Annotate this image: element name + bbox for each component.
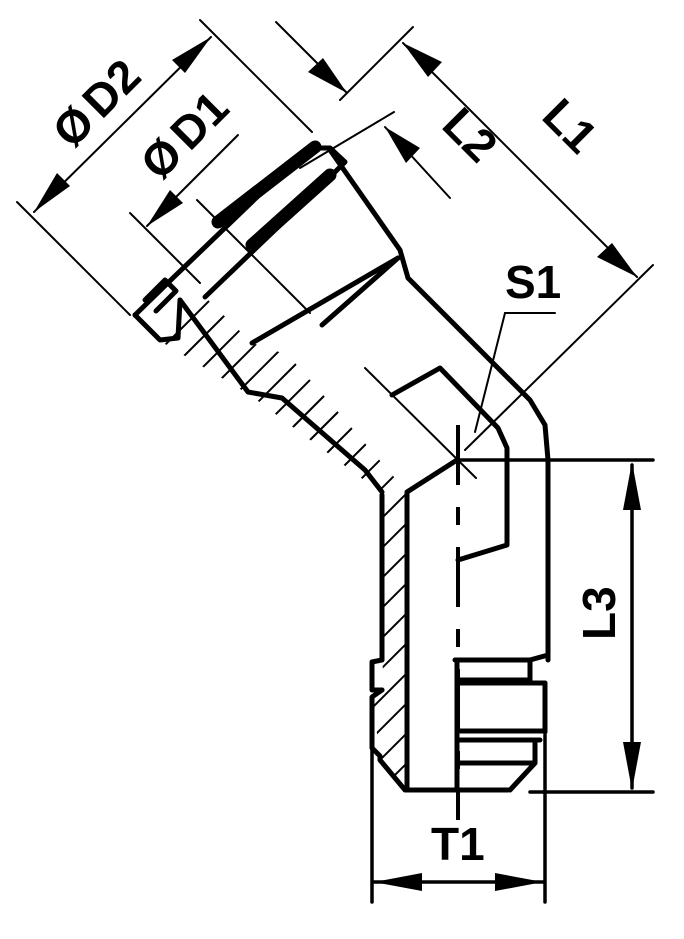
d1-arrow xyxy=(147,190,183,226)
t1-label-text: T1 xyxy=(431,818,485,870)
l3-label-text: L3 xyxy=(573,586,625,640)
l2-extension-bottom xyxy=(299,111,395,169)
s1-label-text: S1 xyxy=(505,256,561,308)
t1-arrow-left xyxy=(374,873,422,891)
d2-extension-top xyxy=(199,19,313,133)
flange-lip xyxy=(132,297,183,343)
elbow-bore-edge xyxy=(389,365,510,563)
outer-wall-lower-straight xyxy=(369,492,385,693)
d1-extension-top xyxy=(196,199,311,314)
label-l2: L2 xyxy=(433,97,508,172)
l2-arrow-bottom xyxy=(385,127,420,163)
dimension-l1 xyxy=(402,42,654,451)
s1-leader xyxy=(474,312,556,433)
l1-extension-bottom xyxy=(464,264,654,451)
l1-label-text: L1 xyxy=(533,88,608,163)
dimension-d1 xyxy=(129,134,311,314)
outer-wall-lower-angled xyxy=(177,297,385,495)
o-ring-grooves xyxy=(211,140,337,252)
dimension-l2 xyxy=(275,21,451,199)
bore-wall-inner-left-2 xyxy=(249,255,401,346)
l2-label-text: L2 xyxy=(433,97,508,172)
elbow-inner-wall xyxy=(404,457,460,793)
dimension-d2 xyxy=(16,19,313,316)
l1-arrow-bottom xyxy=(597,243,637,277)
l2-extension-top xyxy=(339,26,414,101)
dimension-l3 xyxy=(456,458,655,794)
thread-chamfer xyxy=(507,737,538,793)
d1-extension-bottom xyxy=(129,212,201,284)
thread-end xyxy=(454,657,548,793)
label-l1: L1 xyxy=(533,88,608,163)
d2-arrow-bottom xyxy=(34,173,70,212)
l3-arrow-bottom xyxy=(623,742,641,790)
fitting-body xyxy=(132,145,551,793)
label-d2: Ø D2 xyxy=(42,49,150,157)
label-l3: L3 xyxy=(573,586,625,640)
l3-arrow-top xyxy=(623,462,641,510)
label-d1: Ø D1 xyxy=(130,81,238,189)
o-ring-groove-2 xyxy=(245,168,337,252)
dimension-s1 xyxy=(474,312,556,433)
dimension-t1 xyxy=(370,728,547,904)
l1-dimension-line xyxy=(402,42,638,278)
bore-wall-right xyxy=(452,457,551,663)
bore-inner-line xyxy=(319,255,401,328)
l1-arrow-top xyxy=(403,43,442,77)
t1-arrow-right xyxy=(495,873,543,891)
l2-arrow-top xyxy=(308,58,347,93)
o-ring-groove-1 xyxy=(211,140,322,229)
flange-inner-step xyxy=(142,277,179,314)
bore-wall-upper xyxy=(327,147,551,663)
d2-extension-bottom xyxy=(16,201,131,316)
d2-arrow-top xyxy=(172,37,211,73)
